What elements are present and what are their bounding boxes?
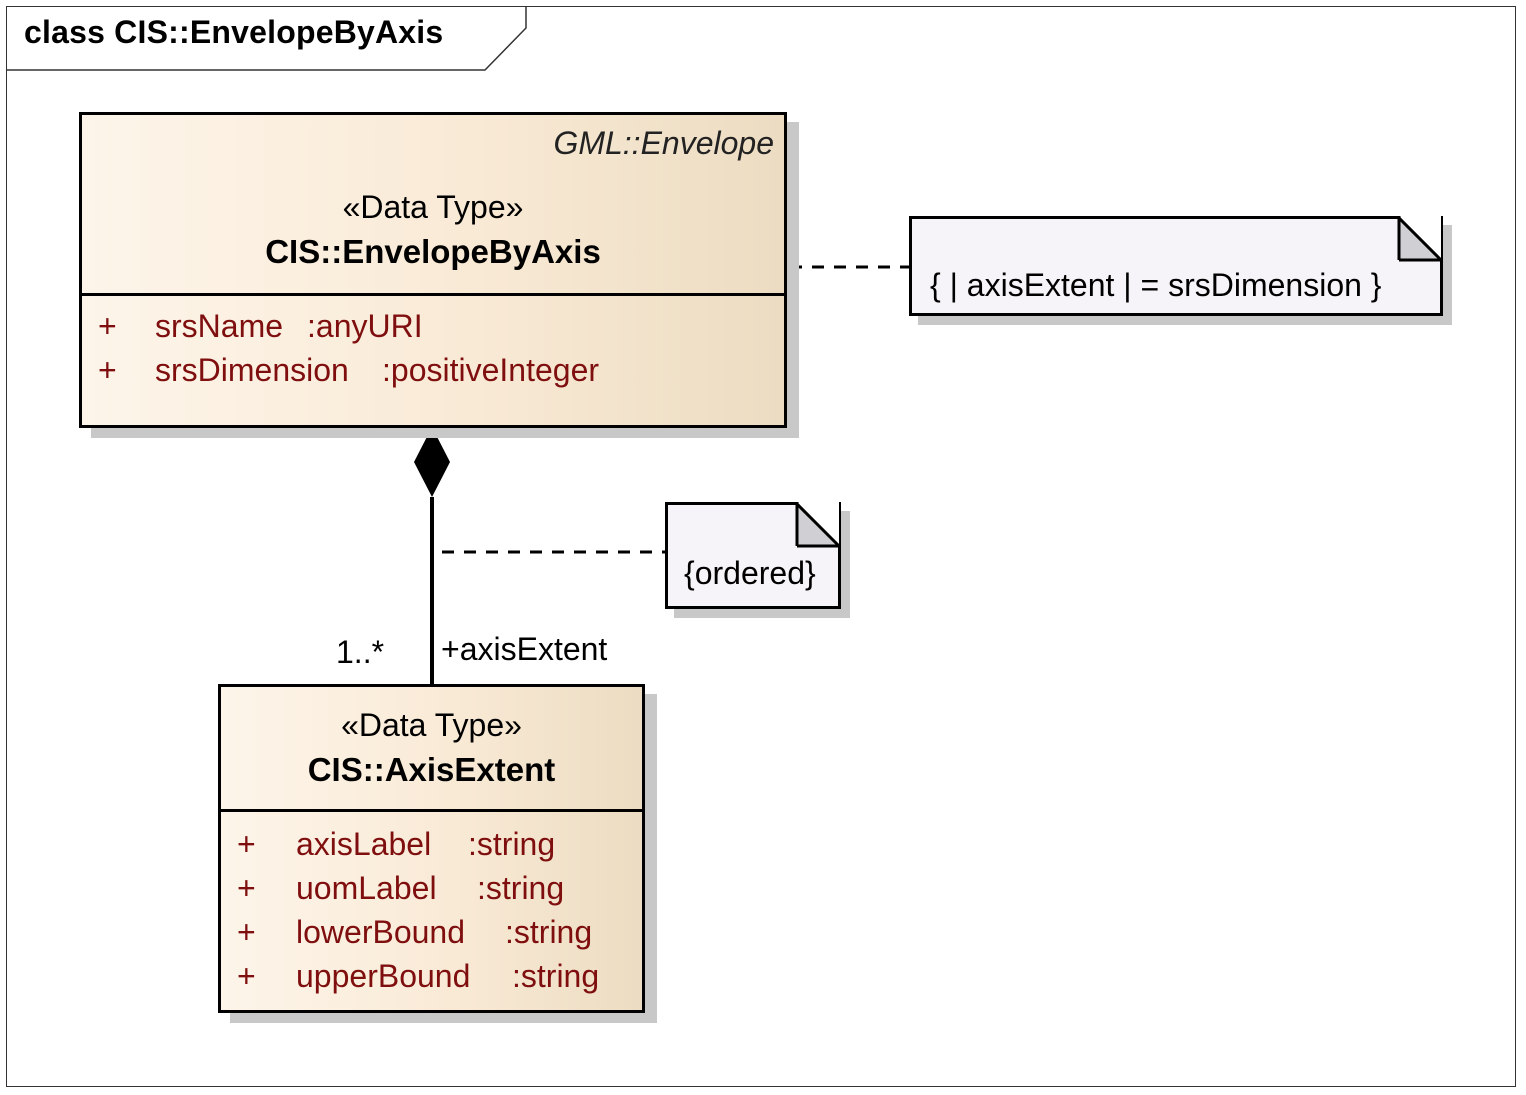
attribute-name: lowerBound [296,914,465,950]
attribute-type: :anyURI [307,308,423,344]
attribute-type: :string [468,826,556,862]
attribute-row: + axisLabel :string [221,826,642,866]
diagram-frame [6,6,1516,1087]
class-name: CIS::AxisExtent [307,751,556,788]
class-envelope-by-axis[interactable]: GML::Envelope «Data Type» CIS::EnvelopeB… [79,112,787,428]
attribute-type: :string [512,958,600,994]
visibility-marker: + [237,958,256,994]
visibility-marker: + [237,914,256,950]
attribute-row: + srsName :anyURI [82,308,784,348]
constraint-note[interactable]: { | axisExtent | = srsDimension } [909,216,1443,316]
frame-label: class CIS::EnvelopeByAxis [24,14,444,50]
attribute-name: upperBound [296,958,471,994]
class-header: «Data Type» CIS::AxisExtent [221,687,642,812]
note-fold-icon [1397,216,1443,262]
note-fold-icon [795,502,841,548]
multiplicity-label: 1..* [336,634,385,670]
frame-label-tab [6,6,527,71]
stereotype-label: «Data Type» [342,189,524,225]
attribute-name: uomLabel [296,870,437,906]
visibility-marker: + [237,870,256,906]
visibility-marker: + [98,308,117,344]
composition-diamond [414,427,450,497]
attribute-type: :positiveInteger [382,352,600,388]
class-name: CIS::EnvelopeByAxis [265,233,601,270]
class-header: GML::Envelope «Data Type» CIS::EnvelopeB… [82,115,784,296]
constraint-text: { | axisExtent | = srsDimension } [930,267,1382,303]
stereotype-label: «Data Type» [341,707,522,743]
ordered-note[interactable]: {ordered} [665,502,841,609]
attribute-row: + uomLabel :string [221,870,642,910]
ordered-text: {ordered} [684,555,816,591]
role-label: +axisExtent [441,631,608,667]
class-axis-extent[interactable]: «Data Type» CIS::AxisExtent + axisLabel … [218,684,645,1013]
attribute-name: srsDimension [155,352,349,388]
attribute-type: :string [477,870,565,906]
attribute-name: axisLabel [296,826,432,862]
attribute-row: + upperBound :string [221,958,642,998]
attribute-row: + lowerBound :string [221,914,642,954]
parent-class-label: GML::Envelope [553,125,774,161]
attribute-type: :string [505,914,593,950]
attribute-name: srsName [155,308,284,344]
attribute-row: + srsDimension :positiveInteger [82,352,784,392]
visibility-marker: + [237,826,256,862]
visibility-marker: + [98,352,117,388]
